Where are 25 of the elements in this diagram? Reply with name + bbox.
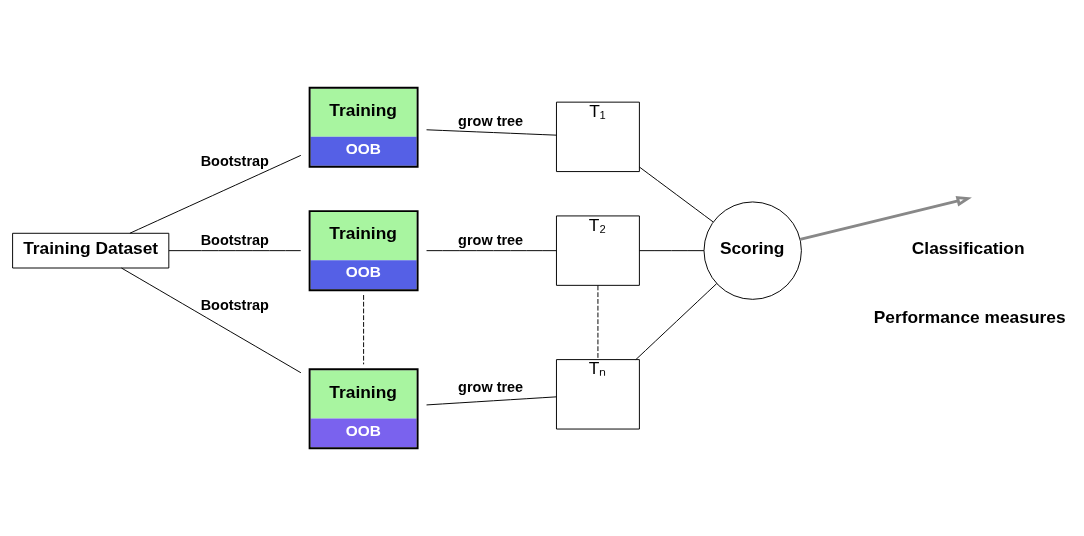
connector [638, 250, 705, 252]
connector [635, 283, 718, 361]
connector [129, 154, 302, 234]
node-box: Tₙ [556, 359, 640, 430]
node-box: Training Dataset [12, 232, 170, 269]
connector [638, 166, 714, 223]
edge-label: Bootstrap [200, 152, 269, 169]
arrow [799, 195, 972, 241]
connector [363, 294, 365, 365]
edge-label: grow tree [458, 231, 524, 248]
node-box: T₁ [556, 101, 640, 173]
connector [597, 285, 599, 360]
connector [168, 250, 302, 252]
edge-label: Bootstrap [200, 297, 269, 314]
connector [426, 250, 557, 252]
node-box: T₂ [556, 215, 640, 286]
edge-label: Bootstrap [200, 231, 269, 248]
label: Performance measures [873, 307, 1066, 328]
edge-label: grow tree [458, 113, 524, 130]
connector [120, 267, 302, 374]
label: Classification [911, 237, 1025, 258]
edge-label: grow tree [458, 379, 524, 396]
connector [426, 129, 557, 136]
connector [426, 396, 557, 406]
node-circle: Scoring [703, 201, 802, 300]
